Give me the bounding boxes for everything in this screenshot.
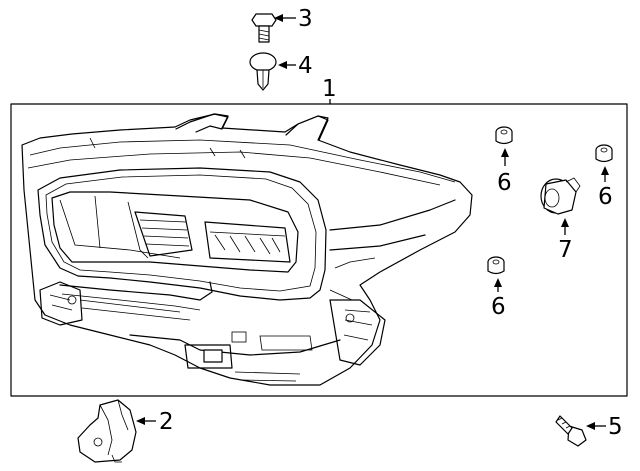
headlamp-assembly	[21, 113, 473, 386]
part-4-clip	[249, 52, 277, 91]
part-6-grommet-c	[487, 256, 505, 275]
part-6-grommet-b	[595, 144, 613, 163]
callout-1: 1	[322, 76, 337, 102]
callout-6b: 6	[598, 184, 613, 210]
callout-6a: 6	[497, 170, 512, 196]
led-module	[134, 211, 291, 263]
part-7-bulb-socket	[540, 177, 581, 215]
part-6-grommet-a	[495, 126, 513, 145]
part-3-bolt	[251, 13, 277, 43]
callout-2: 2	[159, 409, 174, 435]
callout-3: 3	[298, 6, 313, 32]
part-5-screw	[555, 415, 587, 447]
assembly-frame	[10, 103, 628, 397]
part-2-bracket	[77, 399, 137, 463]
callout-6c: 6	[491, 294, 506, 320]
callout-7: 7	[558, 237, 573, 263]
callout-5: 5	[608, 414, 623, 440]
callout-4: 4	[298, 53, 313, 79]
